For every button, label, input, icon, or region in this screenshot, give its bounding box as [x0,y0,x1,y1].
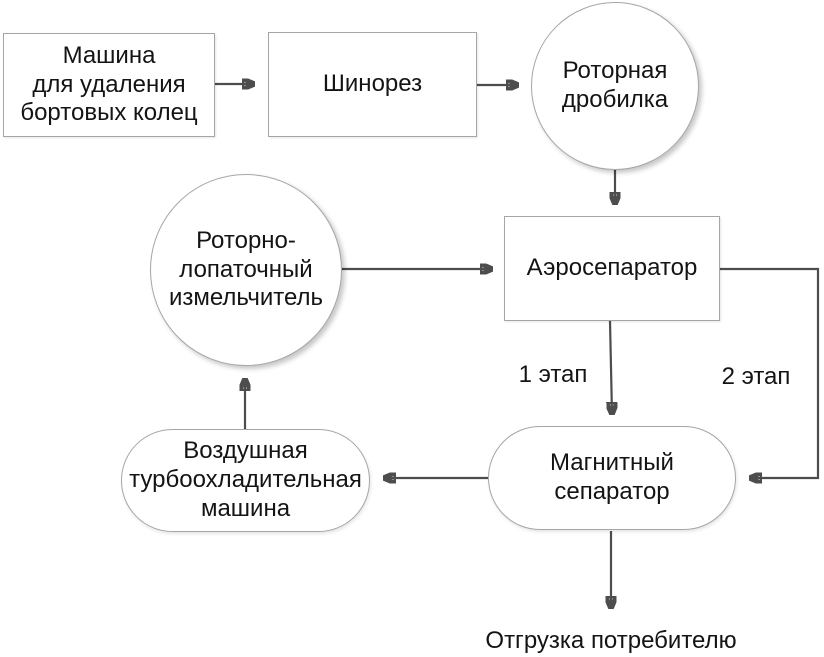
node-label: Аэросепаратор [526,254,698,282]
edge-label-stage1: 1 этап [516,361,590,389]
node-rotary-crusher: Роторная дробилка [531,2,699,170]
node-air-turbo-cooling-machine: Воздушная турбоохладительная машина [121,429,370,532]
node-label: Магнитный сепаратор [550,449,674,505]
node-tire-cutter: Шинорез [268,32,477,137]
node-magnetic-separator: Магнитный сепаратор [488,426,736,530]
node-bead-ring-removal-machine: Машина для удаления бортовых колец [3,33,215,137]
node-label: Роторная дробилка [561,57,669,113]
node-label: Машина для удаления бортовых колец [20,41,198,127]
shipment-to-consumer-label: Отгрузка потребителю [483,627,739,655]
node-aeroseparator: Аэросепаратор [504,216,720,321]
node-label: Роторно- лопаточный измельчитель [168,226,324,312]
node-label: Шинорез [322,70,423,98]
edge-stage1 [610,320,612,414]
edge-label-stage2: 2 этап [719,363,793,391]
node-label: Воздушная турбоохладительная машина [129,437,362,522]
node-rotary-blade-shredder: Роторно- лопаточный измельчитель [150,174,342,366]
